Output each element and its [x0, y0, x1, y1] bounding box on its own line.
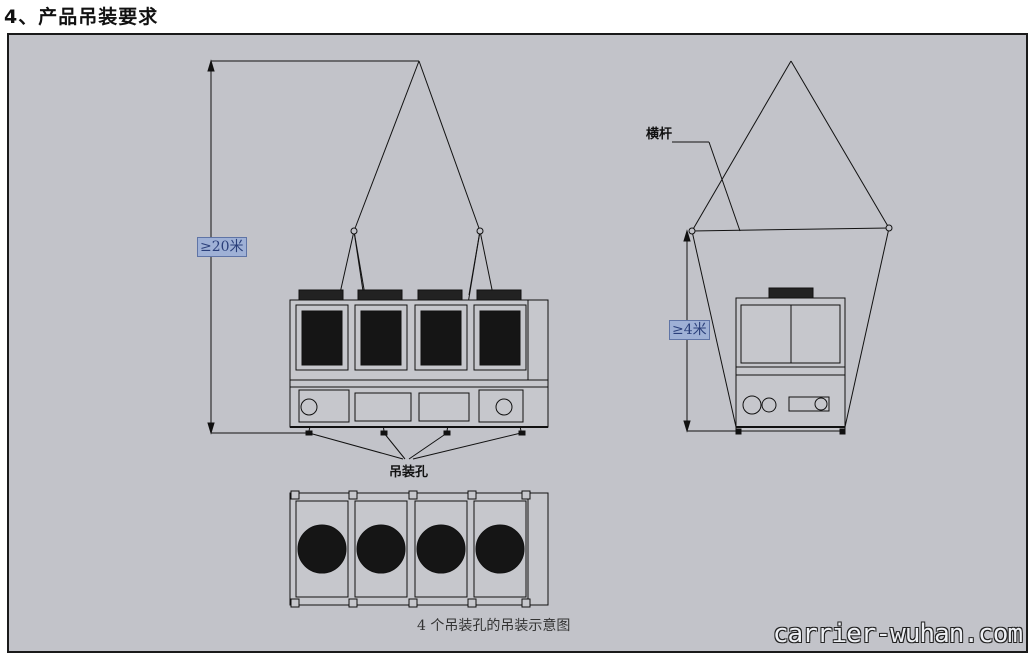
height-label-20m: ≥20米	[197, 237, 247, 257]
unit-front-view-left	[289, 289, 549, 436]
diagram-caption: 4 个吊装孔的吊装示意图	[417, 618, 571, 634]
lifting-holes-label: 吊装孔	[389, 465, 429, 480]
height-label-4m: ≥4米	[669, 320, 710, 340]
watermark: carrier-wuhan.com	[772, 619, 1023, 649]
sling-lines-right	[672, 60, 890, 428]
lifting-diagram-panel: ≥20米 ≥4米 横杆 吊装孔 4 个吊装孔的吊装示意图 carrier-wuh…	[7, 33, 1028, 653]
unit-top-view	[289, 490, 549, 608]
lifting-diagram	[207, 59, 893, 608]
unit-side-view-right	[735, 287, 846, 435]
spreader-bar-label: 横杆	[646, 127, 673, 142]
page-title: 4、产品吊装要求	[4, 6, 159, 28]
